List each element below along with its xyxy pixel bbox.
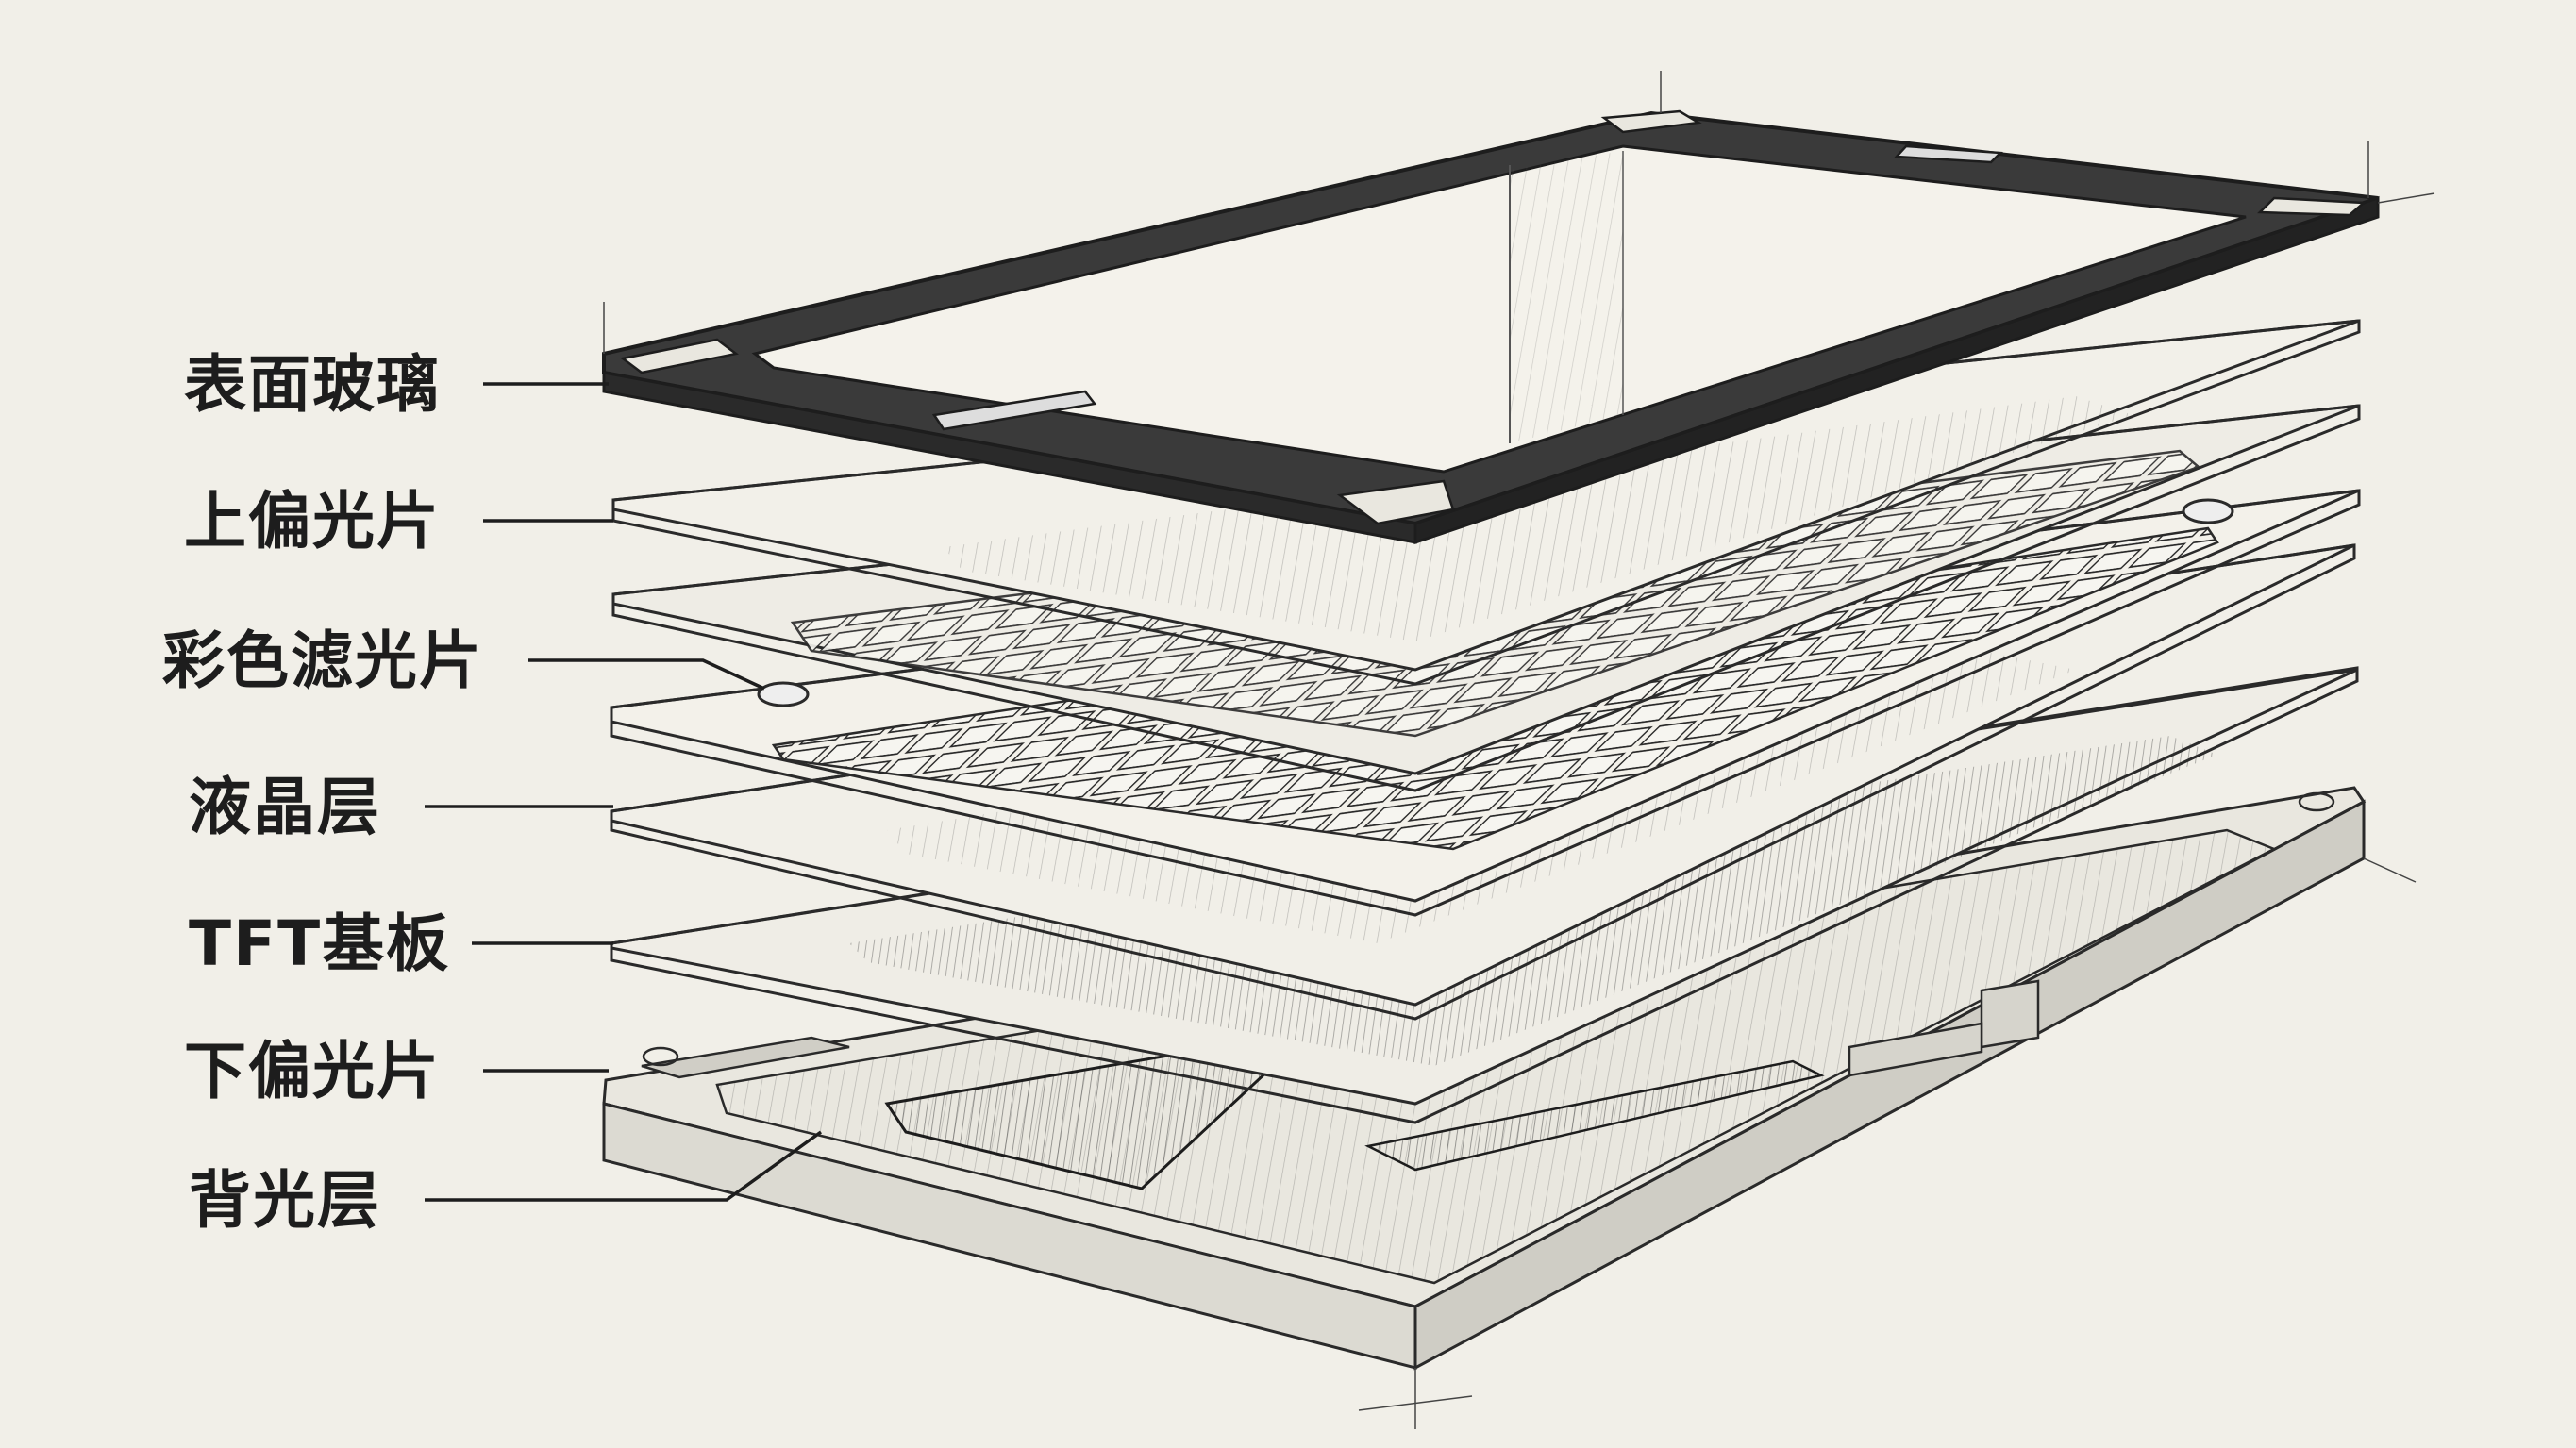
leader-line-color-filter bbox=[528, 658, 765, 691]
label-backlight: 背光层 bbox=[189, 1164, 381, 1237]
label-cover-glass: 表面玻璃 bbox=[184, 348, 441, 421]
cover-glass-layer bbox=[602, 71, 2435, 545]
label-tft-substrate: TFT基板 bbox=[189, 907, 451, 980]
label-upper-polarizer: 上偏光片 bbox=[184, 485, 441, 558]
label-color-filter: 彩色滤光片 bbox=[162, 624, 483, 697]
label-lower-polarizer: 下偏光片 bbox=[184, 1035, 441, 1107]
leader-lines bbox=[425, 382, 823, 1202]
label-liquid-crystal: 液晶层 bbox=[189, 771, 381, 843]
leader-line-backlight bbox=[425, 1130, 823, 1202]
